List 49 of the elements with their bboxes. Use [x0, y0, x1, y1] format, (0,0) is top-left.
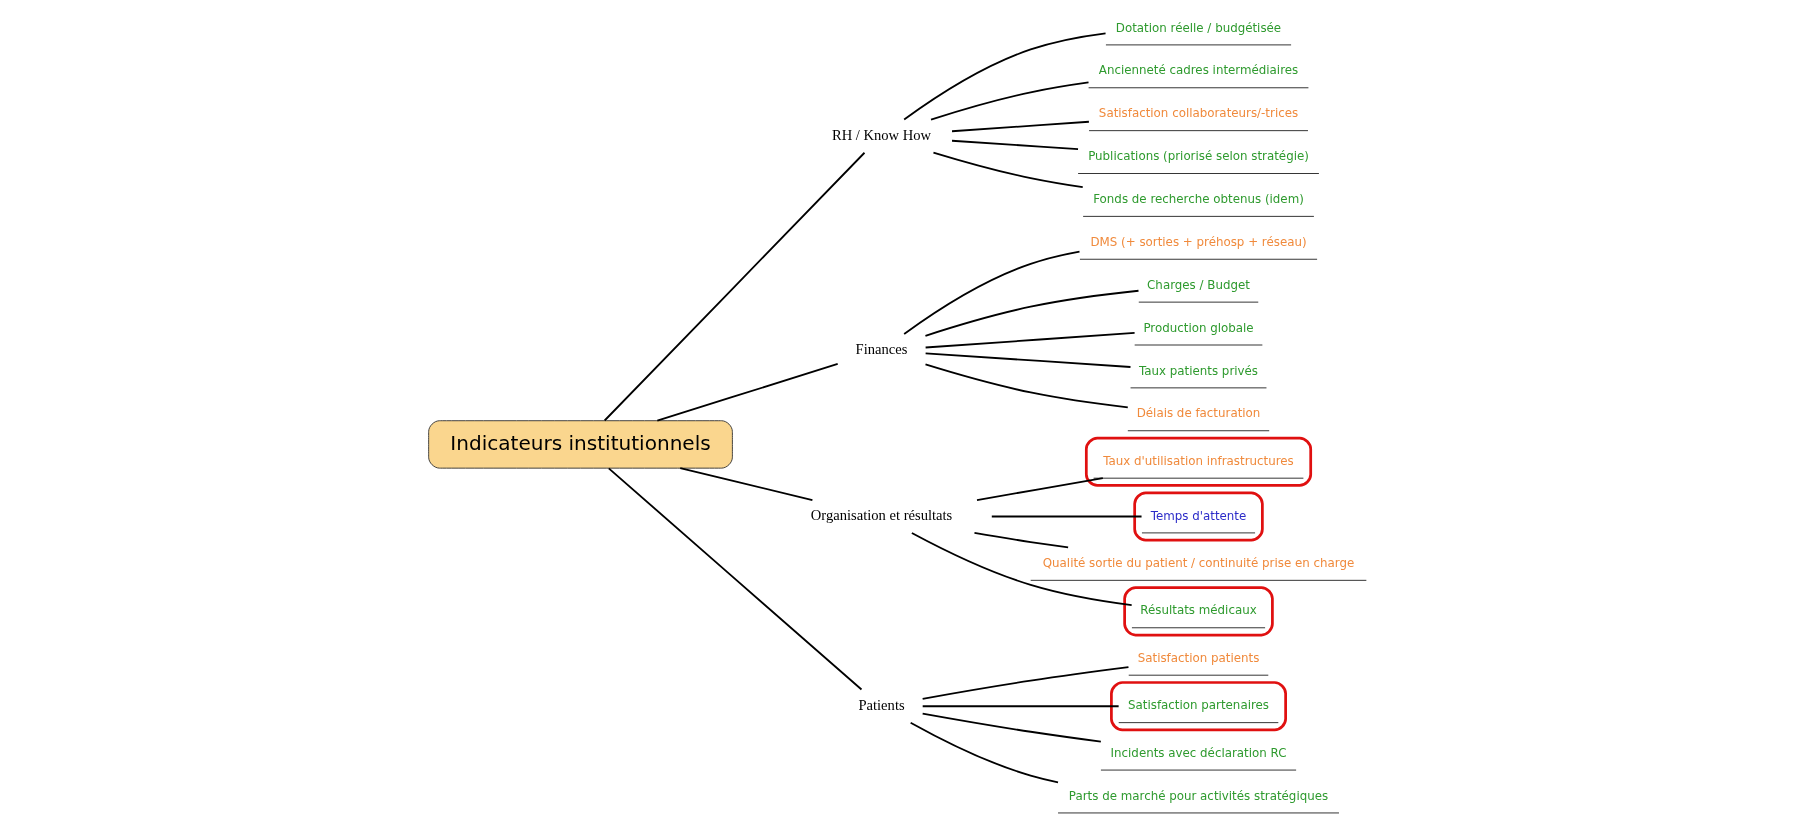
node-text: Dotation réelle / budgétisée [1115, 20, 1282, 35]
node-box: Indicateurs institutionnels [428, 420, 733, 469]
node-text: Qualité sortie du patient / continuité prise en charge [1042, 556, 1355, 571]
node-text: Fonds de recherche obtenus (idem) [1093, 192, 1304, 207]
node-text: Satisfaction partenaires [1128, 698, 1269, 713]
node-text: Patients [858, 696, 905, 713]
connector [921, 666, 1130, 700]
node-text: Production globale [1143, 320, 1254, 335]
node-text: DMS (+ sorties + préhosp + réseau) [1090, 234, 1307, 249]
connector [924, 332, 1136, 349]
connector [607, 467, 863, 691]
connector [921, 712, 1102, 743]
connector [951, 120, 1090, 133]
cluster [1110, 681, 1287, 732]
connector [951, 139, 1079, 151]
connector [910, 532, 1133, 607]
node-text: Finances [855, 340, 908, 357]
cluster [1133, 491, 1264, 542]
node-text: Taux patients privés [1138, 363, 1259, 378]
connector [930, 81, 1090, 121]
node-text: Délais de facturation [1136, 406, 1261, 421]
node-text: Parts de marché pour activités stratégiques [1068, 788, 1329, 803]
node-text: Taux d'utilisation infrastructures [1103, 453, 1294, 468]
cluster [1084, 436, 1313, 487]
connector [990, 515, 1143, 518]
connector [903, 250, 1081, 335]
connector [924, 363, 1129, 409]
node-text: Incidents avec déclaration RC [1110, 745, 1287, 760]
node-text: RH / Know How [831, 126, 932, 143]
node-text: Ancienneté cadres intermédiaires [1098, 63, 1299, 78]
node-text: Satisfaction collaborateurs/-trices [1098, 106, 1299, 121]
node-text: Organisation et résultats [810, 506, 953, 523]
connector [603, 151, 866, 422]
node-text: Résultats médicaux [1140, 603, 1257, 618]
connector [903, 32, 1107, 121]
connector [921, 705, 1120, 708]
connector [909, 721, 1059, 784]
cluster [1123, 586, 1274, 637]
connector [656, 363, 839, 422]
connector [973, 532, 1070, 549]
connector [679, 467, 814, 501]
connector [924, 352, 1132, 368]
node-text: Satisfaction patients [1137, 650, 1260, 665]
node-text: Publications (priorisé selon stratégie) [1088, 149, 1309, 164]
connector [924, 289, 1140, 337]
node-text: Charges / Budget [1147, 277, 1250, 292]
connector [976, 477, 1104, 501]
node-text: Temps d'attente [1150, 508, 1247, 523]
connector [932, 151, 1084, 189]
